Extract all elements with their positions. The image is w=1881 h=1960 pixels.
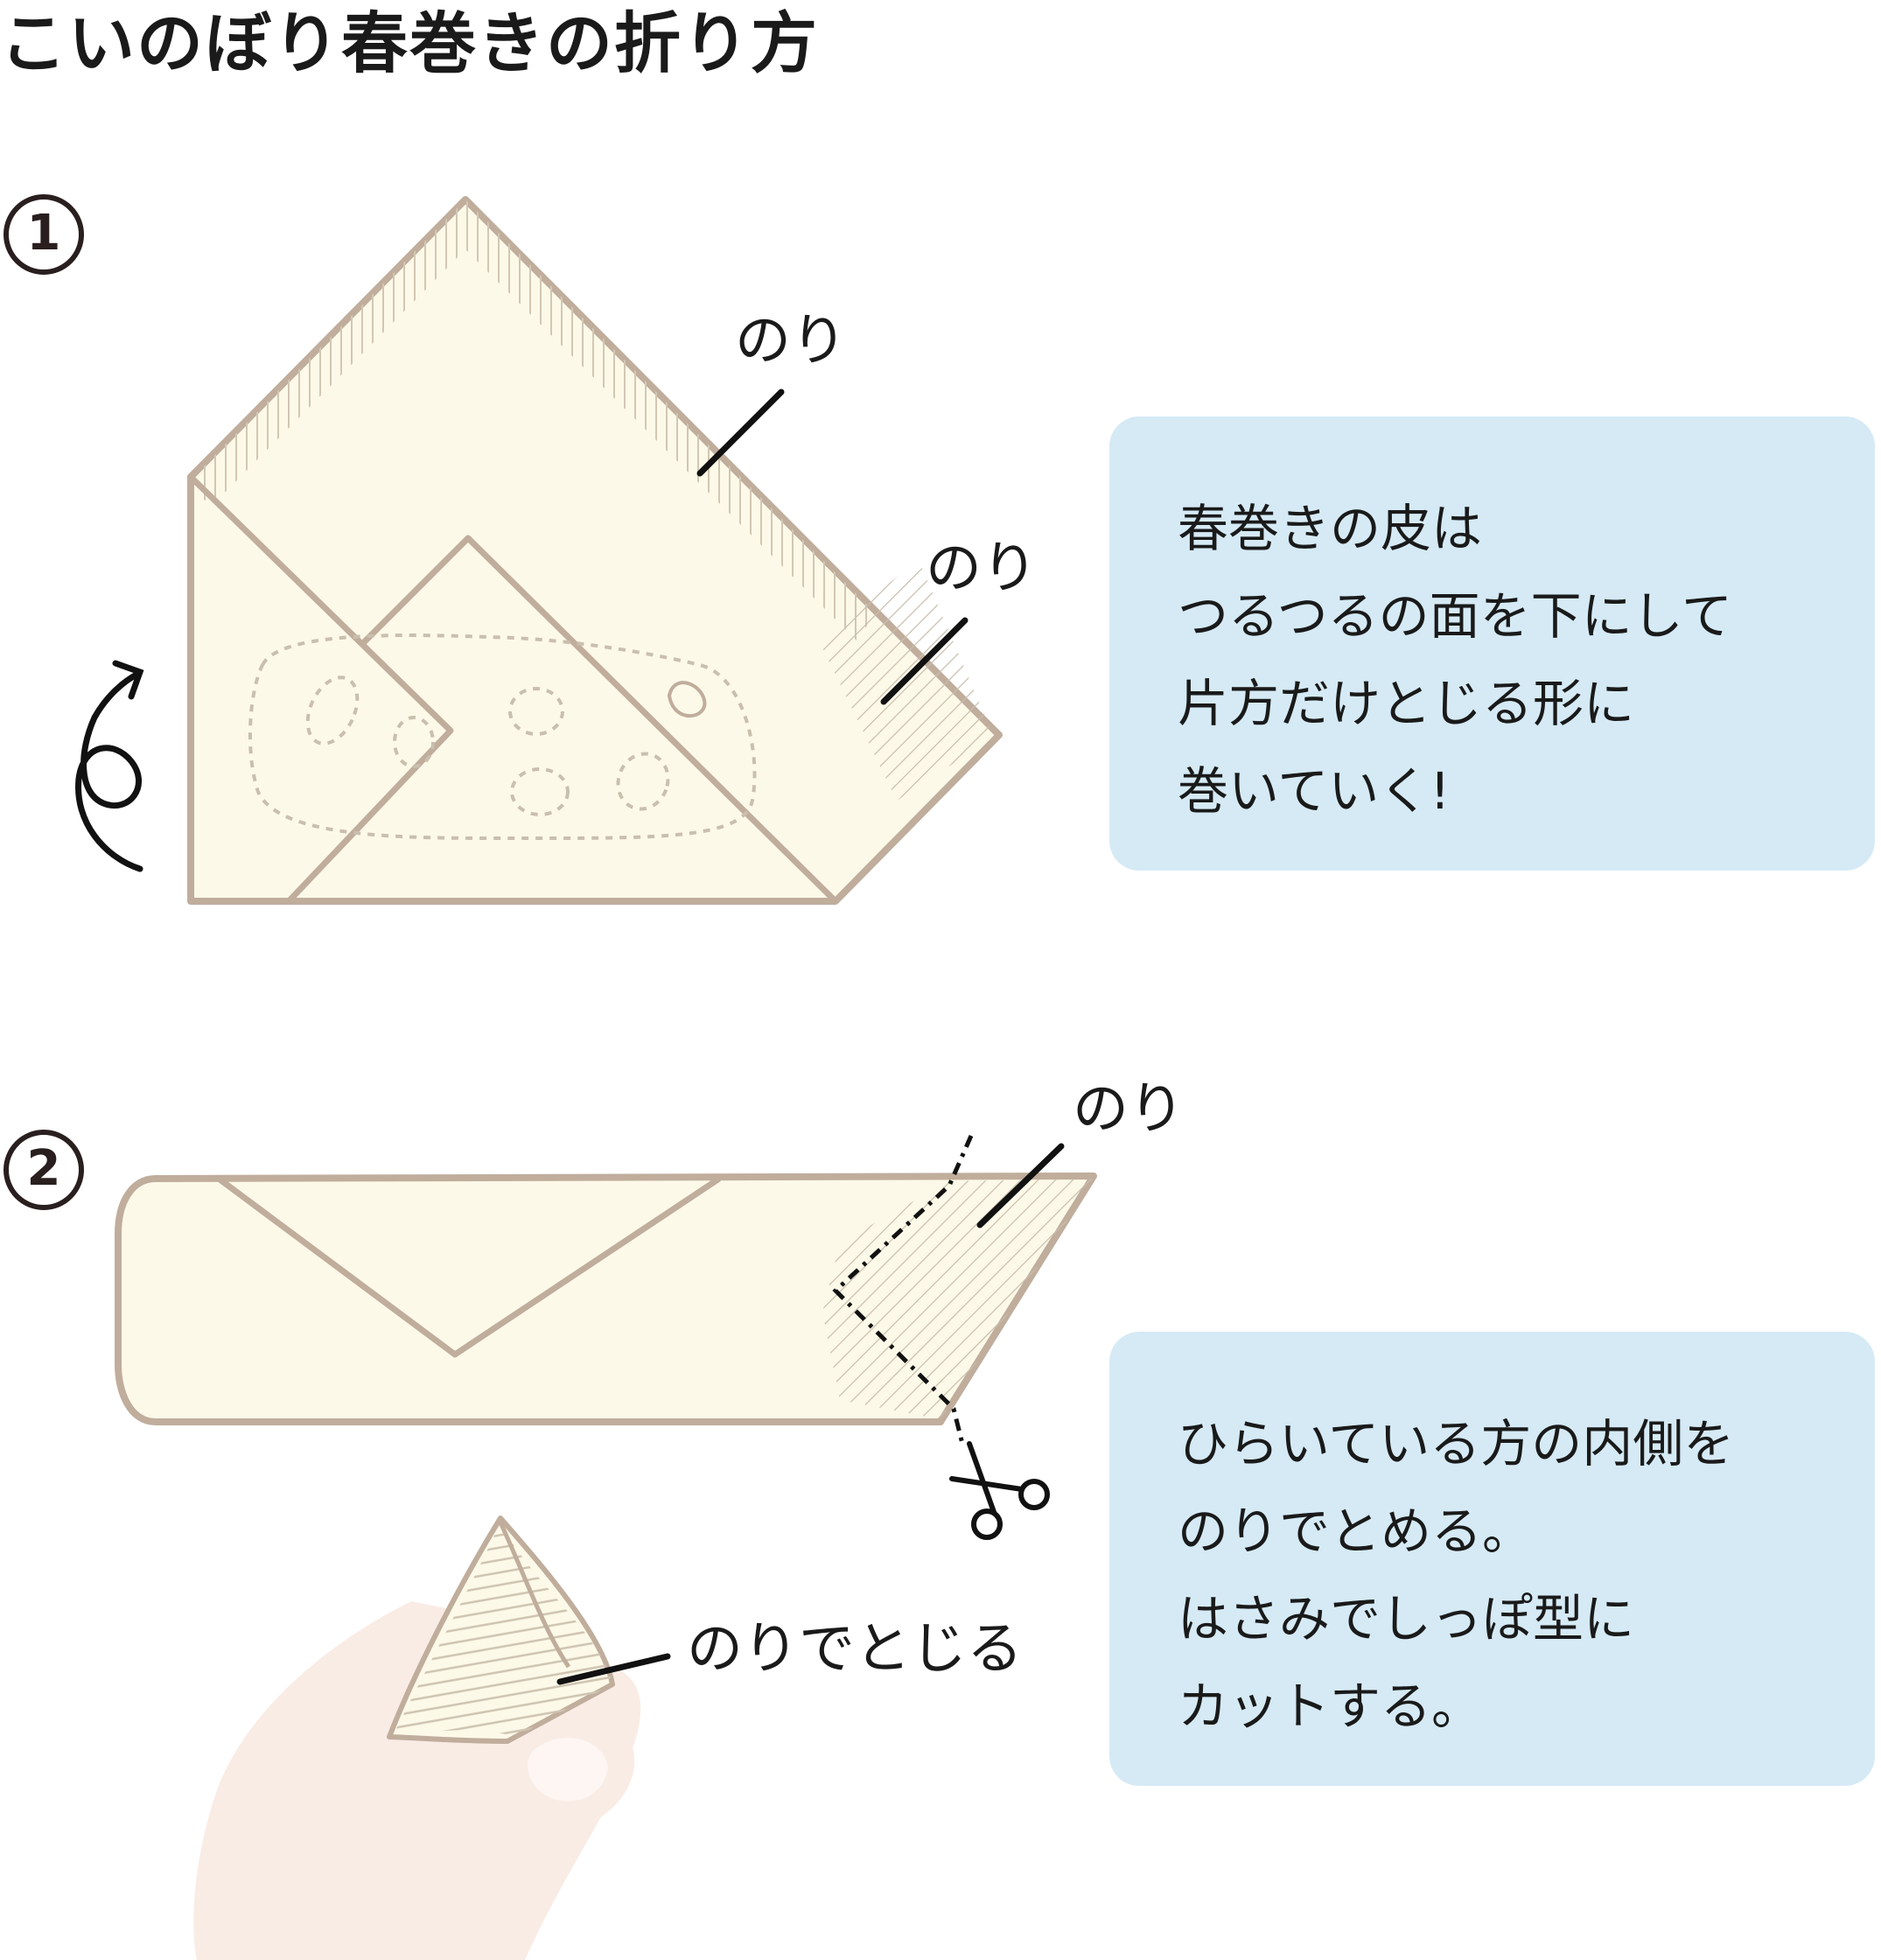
roll-arrow-icon xyxy=(75,660,144,872)
step-1-wrapper xyxy=(187,196,1003,905)
glue-label-1: のり xyxy=(735,309,847,374)
glue-area-top xyxy=(200,200,875,641)
step-2-badge: 2 xyxy=(3,1130,84,1210)
glue-leader-2 xyxy=(880,617,968,705)
cut-line xyxy=(832,1134,974,1445)
instruction-line: カットする。 xyxy=(1178,1676,1483,1736)
glue-area-roll xyxy=(822,1179,1094,1419)
step-2-roll xyxy=(115,1134,1097,1445)
glue-label-3: のり xyxy=(1073,1077,1185,1142)
instruction-line: 片方だけとじる形に xyxy=(1178,674,1635,733)
instruction-line: はさみでしっぽ型に xyxy=(1178,1589,1635,1648)
close-label: のりでとじる xyxy=(687,1617,1023,1682)
glue-leader-1 xyxy=(696,388,785,477)
instruction-line: 巻いていく! xyxy=(1178,761,1451,821)
instruction-line: のりでとめる。 xyxy=(1178,1502,1534,1561)
glue-leader-3 xyxy=(976,1143,1065,1228)
instruction-line: ひらいている方の内側を xyxy=(1178,1414,1735,1474)
step-1-badge: 1 xyxy=(3,194,84,275)
close-leader xyxy=(556,1653,671,1685)
hand-holding-tail xyxy=(193,1516,641,1960)
scissors-icon xyxy=(949,1441,1050,1540)
glue-label-2: のり xyxy=(926,536,1038,601)
filling-outline xyxy=(248,634,757,841)
instruction-line: つるつるの面を下にして xyxy=(1178,586,1732,646)
instruction-line: 春巻きの皮は xyxy=(1178,499,1483,558)
instruction-box-2: ひらいている方の内側を のりでとめる。 はさみでしっぽ型に カットする。 xyxy=(1109,1332,1875,1786)
instruction-box-1: 春巻きの皮は つるつるの面を下にして 片方だけとじる形に 巻いていく! xyxy=(1109,416,1875,871)
page-title: こいのぼり春巻きの折り方 xyxy=(0,4,819,82)
